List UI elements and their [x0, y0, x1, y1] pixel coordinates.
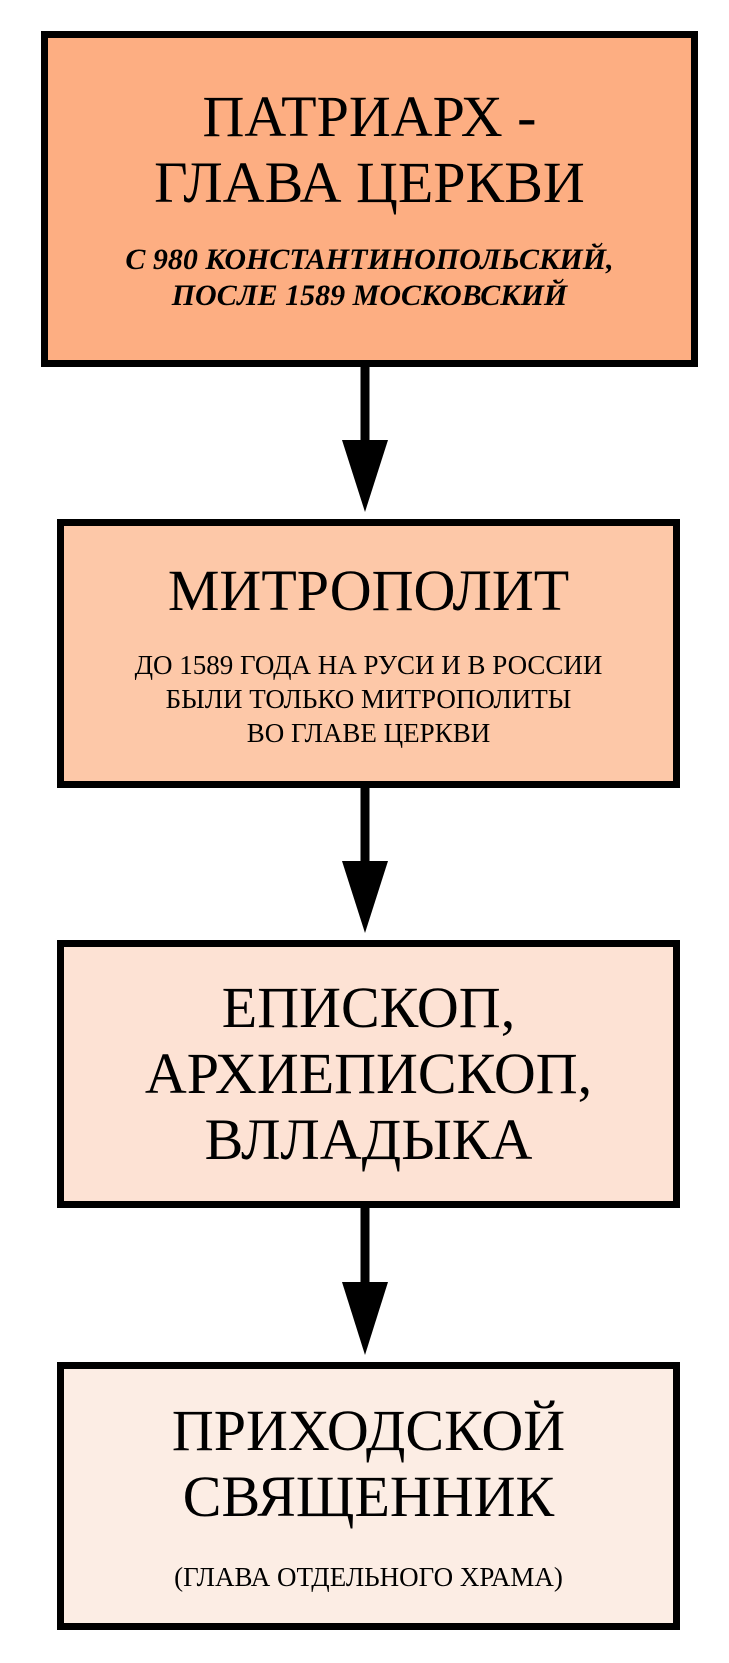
arrow-patriarch-to-metropolitan: [342, 367, 388, 512]
node-parish-priest: ПРИХОДСКОЙ СВЯЩЕННИК (ГЛАВА ОТДЕЛЬНОГО Х…: [57, 1362, 680, 1630]
node-parish-priest-title: ПРИХОДСКОЙ СВЯЩЕННИК: [171, 1398, 566, 1529]
node-patriarch-title: ПАТРИАРХ - ГЛАВА ЦЕРКВИ: [154, 84, 585, 215]
arrow-bishop-to-parish-priest: [342, 1208, 388, 1355]
node-metropolitan-subtitle: ДО 1589 ГОДА НА РУСИ И В РОССИИ БЫЛИ ТОЛ…: [134, 649, 603, 748]
node-patriarch: ПАТРИАРХ - ГЛАВА ЦЕРКВИ С 980 КОНСТАНТИН…: [41, 31, 698, 367]
node-bishop-title: ЕПИСКОП, АРХИЕПИСКОП, ВЛЛАДЫКА: [144, 975, 593, 1172]
node-bishop: ЕПИСКОП, АРХИЕПИСКОП, ВЛЛАДЫКА: [57, 940, 680, 1208]
node-metropolitan-title: МИТРОПОЛИТ: [167, 557, 570, 623]
node-parish-priest-subtitle: (ГЛАВА ОТДЕЛЬНОГО ХРАМА): [174, 1562, 563, 1592]
node-metropolitan: МИТРОПОЛИТ ДО 1589 ГОДА НА РУСИ И В РОСС…: [57, 519, 680, 788]
node-patriarch-subtitle: С 980 КОНСТАНТИНОПОЛЬСКИЙ, ПОСЛЕ 1589 МО…: [125, 243, 614, 312]
arrow-metropolitan-to-bishop: [342, 788, 388, 933]
